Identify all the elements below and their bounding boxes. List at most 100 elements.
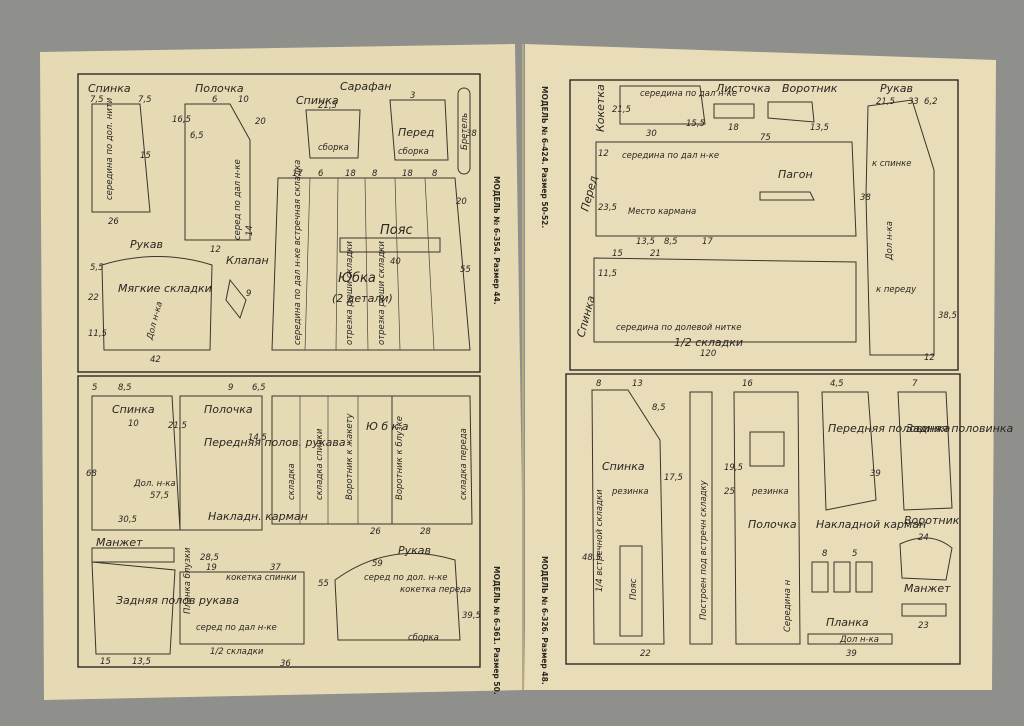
pattern-klapan xyxy=(225,278,247,320)
pattern-koketka-spinki xyxy=(179,571,305,645)
left-page-content: Спинка Полочка Сарафан 7,5 7,5 15 26 6 1… xyxy=(77,73,501,695)
label-koketka: Кокетка xyxy=(594,84,607,132)
num-b-28-5: 28,5 xyxy=(200,553,219,563)
label-pagon: Пагон xyxy=(778,168,813,181)
side-caption-right-bottom: МОДЕЛЬ № 6-326. Размер 48. xyxy=(540,556,549,685)
pattern-listochka xyxy=(713,103,755,119)
pattern-polochka xyxy=(184,103,251,241)
num-r-15: 15 xyxy=(612,249,623,259)
label-skladka-pereda: складка переда xyxy=(459,428,469,500)
pattern-manzhet xyxy=(91,547,175,563)
pattern-vorotnik-top xyxy=(767,101,815,123)
label-planka-right: Планка xyxy=(826,616,869,629)
num-b-14-5: 14,5 xyxy=(248,433,267,443)
num-b-30-5: 30,5 xyxy=(118,515,137,525)
num-skirt-18b: 18 xyxy=(402,169,413,179)
label-poyas: Пояс xyxy=(380,223,413,238)
pattern-koketka xyxy=(619,85,706,125)
right-bottom-frame xyxy=(565,373,961,665)
num-r-13-5b: 13,5 xyxy=(636,237,655,247)
num-rb-8b: 8 xyxy=(822,549,828,559)
pattern-rukav-bottom xyxy=(334,552,461,641)
num-rb-8: 8 xyxy=(596,379,602,389)
pattern-zadnyaya-pol xyxy=(897,391,953,511)
pattern-polochka-pocket xyxy=(749,431,785,467)
label-otrezka-1: отрезка рюши складки xyxy=(345,241,355,345)
num-polochka-right: 20 xyxy=(255,117,266,127)
num-rb-48-5: 48,5 xyxy=(582,553,601,563)
num-r-23-5: 23,5 xyxy=(598,203,617,213)
num-rb-13: 13 xyxy=(632,379,643,389)
label-listochka: Листочка xyxy=(715,82,771,95)
skirt-line-1 xyxy=(304,177,311,351)
label-spinka-bottom-right: Спинка xyxy=(602,460,645,473)
label-polochka-bottom: Полочка xyxy=(204,403,253,416)
num-b-6-5: 6,5 xyxy=(252,383,266,393)
num-r-rukav-12: 12 xyxy=(924,353,935,363)
num-spinka-top2: 7,5 xyxy=(138,95,152,105)
num-b-21-5: 21,5 xyxy=(168,421,187,431)
pattern-rukav-top xyxy=(101,256,213,351)
label-sered-dal-bottom: серед по дал н-ке xyxy=(196,623,277,633)
num-pered-top: 3 xyxy=(410,91,415,101)
num-polochka-dart: 6,5 xyxy=(190,131,204,141)
pattern-poyas xyxy=(339,237,441,253)
num-r-17: 17 xyxy=(702,237,713,247)
right-top-frame xyxy=(569,79,959,371)
pattern-yubka xyxy=(271,177,471,351)
num-rukav-42: 42 xyxy=(150,355,161,365)
label-perednyaya-pol: Передняя половинка xyxy=(828,422,950,435)
pattern-zadnyaya xyxy=(91,561,176,655)
num-rb-19-5: 19,5 xyxy=(724,463,743,473)
label-zadnyaya: Задняя полов рукава xyxy=(116,594,239,607)
pattern-pered-right xyxy=(595,141,857,237)
label-vorotnik-top: Воротник xyxy=(782,82,838,95)
pattern-bretel xyxy=(457,87,471,175)
label-rukav-top: Рукав xyxy=(130,238,163,251)
label-skladka-spinki: складка спинки xyxy=(315,428,325,500)
label-manzhet-right: Манжет xyxy=(904,582,951,595)
num-b-55: 55 xyxy=(318,579,329,589)
num-poyas: 40 xyxy=(390,257,401,267)
label-manzhet: Манжет xyxy=(96,536,143,549)
label-zadnyaya-pol: Задняя половинка xyxy=(906,422,1013,435)
num-r-pered-12: 12 xyxy=(598,149,609,159)
num-spinka-bottom: 26 xyxy=(108,217,119,227)
num-r-38: 38 xyxy=(860,193,871,203)
num-b-28: 28 xyxy=(420,527,431,537)
num-r-6-2: 6,2 xyxy=(924,97,938,107)
num-rb-39b: 39 xyxy=(846,649,857,659)
num-b-15: 15 xyxy=(100,657,111,667)
num-rukav-22: 22 xyxy=(88,293,99,303)
num-rb-23: 23 xyxy=(918,621,929,631)
num-rb-24: 24 xyxy=(918,533,929,543)
label-nakladnoy: Накладной карман xyxy=(816,518,926,531)
num-r-75: 75 xyxy=(760,133,771,143)
label-nakladn: Накладн. карман xyxy=(208,510,308,523)
label-rukav-right: Рукав xyxy=(880,82,913,95)
num-polochka-41: 14 xyxy=(245,225,255,236)
label-sborka-bottom: сборка xyxy=(408,633,439,643)
num-rb-22: 22 xyxy=(640,649,651,659)
label-dol-bottom: Дол. н-ка xyxy=(133,479,176,489)
label-vstrechnaya: 1/4 встречной складки xyxy=(595,489,605,592)
num-skirt-6: 6 xyxy=(318,169,324,179)
skirt-line-2 xyxy=(335,177,339,351)
num-polochka-top: 6 xyxy=(212,95,218,105)
num-sarafan-spinka: 21,5 xyxy=(318,101,337,111)
num-r-21: 21 xyxy=(650,249,661,259)
num-r-30: 30 xyxy=(646,129,657,139)
pattern-spinka-sarafan xyxy=(305,109,361,159)
pattern-planka-right xyxy=(807,633,893,645)
pattern-yubka-bottom xyxy=(391,395,473,525)
num-b-59: 59 xyxy=(372,559,383,569)
label-k-peredu: к переду xyxy=(876,285,917,295)
pattern-spinka-bottom-right xyxy=(591,389,665,645)
label-pered-seredina: середина по дал н-ке xyxy=(622,151,719,161)
num-r-120: 120 xyxy=(700,349,716,359)
label-yubka-bottom: Ю б к а xyxy=(366,420,409,433)
label-sered-dol-bottom: серед по дол. н-ке xyxy=(364,573,447,583)
left-bottom-frame xyxy=(77,375,481,668)
label-sarafan-sborka: сборка xyxy=(318,143,349,153)
num-r-13-5: 13,5 xyxy=(810,123,829,133)
